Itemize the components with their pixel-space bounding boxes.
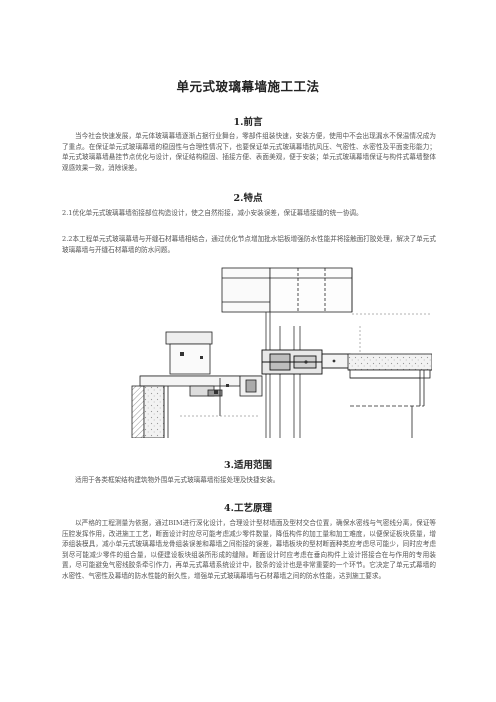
section-heading-scope: 3.适用范围 bbox=[224, 460, 272, 471]
stone-cladding bbox=[131, 331, 263, 438]
top-beams bbox=[221, 267, 353, 313]
feature-item-2-1: 2.1优化单元式玻璃幕墙衔接部位构造设计，使之自然衔接，减小安装误差，保证幕墙接… bbox=[62, 209, 363, 217]
scope-paragraph: 适用于各类框架结构建筑物外围单元式玻璃幕墙衔接处理及快捷安装。 bbox=[75, 476, 280, 484]
floor-slab bbox=[347, 353, 432, 438]
section-heading-features: 2.特点 bbox=[233, 193, 263, 204]
principle-paragraph: 以严格的工程测量为依据，通过BIM进行深化设计，合理设计型材墙面及型材交合位置，… bbox=[62, 519, 436, 580]
dimension-lines bbox=[180, 313, 432, 417]
section-drawing-icon bbox=[131, 267, 432, 438]
mullion-lines bbox=[265, 312, 301, 438]
preface-paragraph: 当今社会快速发展，单元体玻璃幕墙逐渐占据行业舞台，零部件组装快速，安装方便，使用… bbox=[62, 132, 436, 172]
curtain-wall-section-drawing bbox=[120, 266, 432, 438]
connectors bbox=[180, 352, 336, 394]
section-heading-preface: 1.前言 bbox=[233, 117, 263, 128]
feature-item-2-2: 2.2本工程单元式玻璃幕墙与开缝石材幕墙相结合，通过优化节点增加批水铝板增强防水… bbox=[62, 235, 436, 254]
section-heading-principle: 4.工艺原理 bbox=[224, 503, 272, 514]
document-title: 单元式玻璃幕墙施工工法 bbox=[176, 79, 320, 94]
